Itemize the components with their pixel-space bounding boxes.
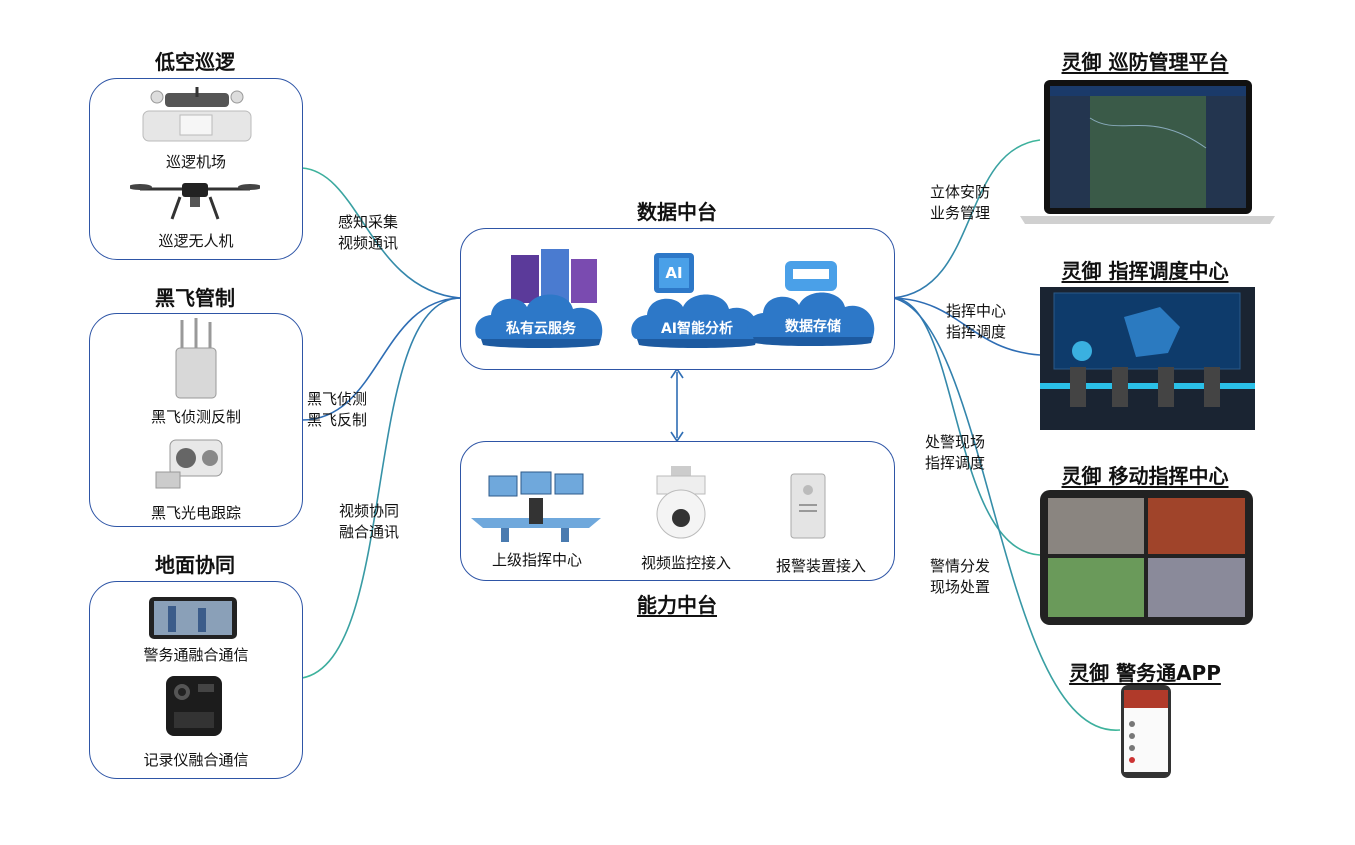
link-line-patrol (301, 167, 461, 299)
ai-badge: AI (665, 264, 683, 282)
data-platform-title: 数据中台 (637, 200, 717, 224)
link-label-platform1-line1: 立体安防 (930, 183, 991, 201)
data-platform-box: AI 私有云服务 AI智能分析 数据存储 (460, 228, 895, 370)
capability-platform-box: 上级指挥中心 视频监控接入 报警装置接入 (460, 441, 895, 581)
alarm-device-image (790, 473, 826, 539)
group-title-ground: 地面协同 (155, 553, 235, 577)
link-label-platform2: 指挥中心 指挥调度 (946, 301, 1006, 343)
link-label-platform2-line2: 指挥调度 (946, 323, 1007, 341)
body-camera-image (166, 676, 222, 736)
drone-image (130, 183, 260, 220)
platform-title-app: 灵御 警务通APP (1069, 661, 1221, 685)
link-label-ground: 视频协同 融合通讯 (339, 501, 399, 543)
airport-image (142, 87, 252, 142)
phone-image (1121, 685, 1171, 778)
link-label-platform4-line2: 现场处置 (930, 578, 991, 596)
group-box-patrol: 巡逻机场 巡逻无人机 (89, 78, 303, 260)
link-line-counter (301, 297, 461, 421)
link-label-platform4-line1: 警情分发 (930, 557, 991, 575)
platform-title-mobile: 灵御 移动指挥中心 (1061, 464, 1229, 488)
platform-title-command: 灵御 指挥调度中心 (1061, 259, 1229, 283)
item-label-body-camera: 记录仪融合通信 (143, 751, 249, 769)
command-hall-image (1040, 287, 1255, 430)
capability-graphics (471, 466, 826, 542)
cloud-label-ai: AI智能分析 (660, 321, 734, 337)
link-label-platform2-line1: 指挥中心 (946, 302, 1007, 320)
link-label-platform3-line1: 处警现场 (925, 433, 986, 451)
cloud-ai-analysis (631, 253, 759, 348)
item-label-upper-command: 上级指挥中心 (491, 551, 582, 569)
link-line-ground (301, 297, 461, 679)
group-title-counter: 黑飞管制 (155, 286, 235, 310)
link-label-counter: 黑飞侦测 黑飞反制 (307, 389, 367, 431)
group-title-patrol: 低空巡逻 (155, 50, 235, 74)
platform-title-patrol: 灵御 巡防管理平台 (1061, 50, 1229, 74)
link-label-platform4: 警情分发 现场处置 (930, 556, 990, 598)
tracker-image (155, 439, 223, 489)
item-label-tracker: 黑飞光电跟踪 (150, 504, 241, 522)
link-label-patrol-line2: 视频通讯 (338, 234, 399, 252)
group-box-counter: 黑飞侦测反制 黑飞光电跟踪 (89, 313, 303, 527)
item-label-video-access: 视频监控接入 (640, 554, 731, 572)
link-label-counter-line2: 黑飞反制 (307, 411, 368, 429)
link-label-patrol-line1: 感知采集 (338, 213, 399, 231)
cloud-data-storage (747, 261, 875, 346)
item-label-drone: 巡逻无人机 (158, 232, 234, 250)
link-label-platform3-line2: 指挥调度 (925, 454, 986, 472)
cloud-private-service (475, 249, 603, 348)
link-label-ground-line2: 融合通讯 (339, 523, 400, 541)
link-label-platform1: 立体安防 业务管理 (930, 182, 990, 224)
link-label-counter-line1: 黑飞侦测 (307, 390, 368, 408)
item-label-alarm-access: 报警装置接入 (775, 557, 866, 575)
tablet-image (1040, 490, 1253, 625)
command-center-image (471, 471, 601, 542)
link-label-platform3: 处警现场 指挥调度 (925, 432, 985, 474)
item-label-police-phone: 警务通融合通信 (143, 646, 249, 664)
link-label-platform1-line2: 业务管理 (930, 204, 991, 222)
item-label-airport: 巡逻机场 (165, 153, 226, 171)
detector-image (175, 318, 217, 399)
cloud-label-private: 私有云服务 (506, 321, 576, 337)
cloud-label-storage: 数据存储 (785, 319, 841, 335)
link-label-ground-line1: 视频协同 (339, 502, 400, 520)
item-label-detector: 黑飞侦测反制 (150, 408, 241, 426)
link-line-platform1 (892, 139, 1041, 299)
ptz-camera-image (656, 466, 706, 539)
link-line-platform2 (892, 297, 1041, 356)
data-platform-graphics (475, 249, 875, 348)
laptop-image (1020, 80, 1275, 224)
group-box-ground: 警务通融合通信 记录仪融合通信 (89, 581, 303, 779)
link-label-patrol: 感知采集 视频通讯 (338, 212, 398, 254)
capability-platform-title: 能力中台 (637, 593, 717, 617)
link-line-platform4 (892, 297, 1121, 731)
police-phone-image (149, 597, 237, 639)
